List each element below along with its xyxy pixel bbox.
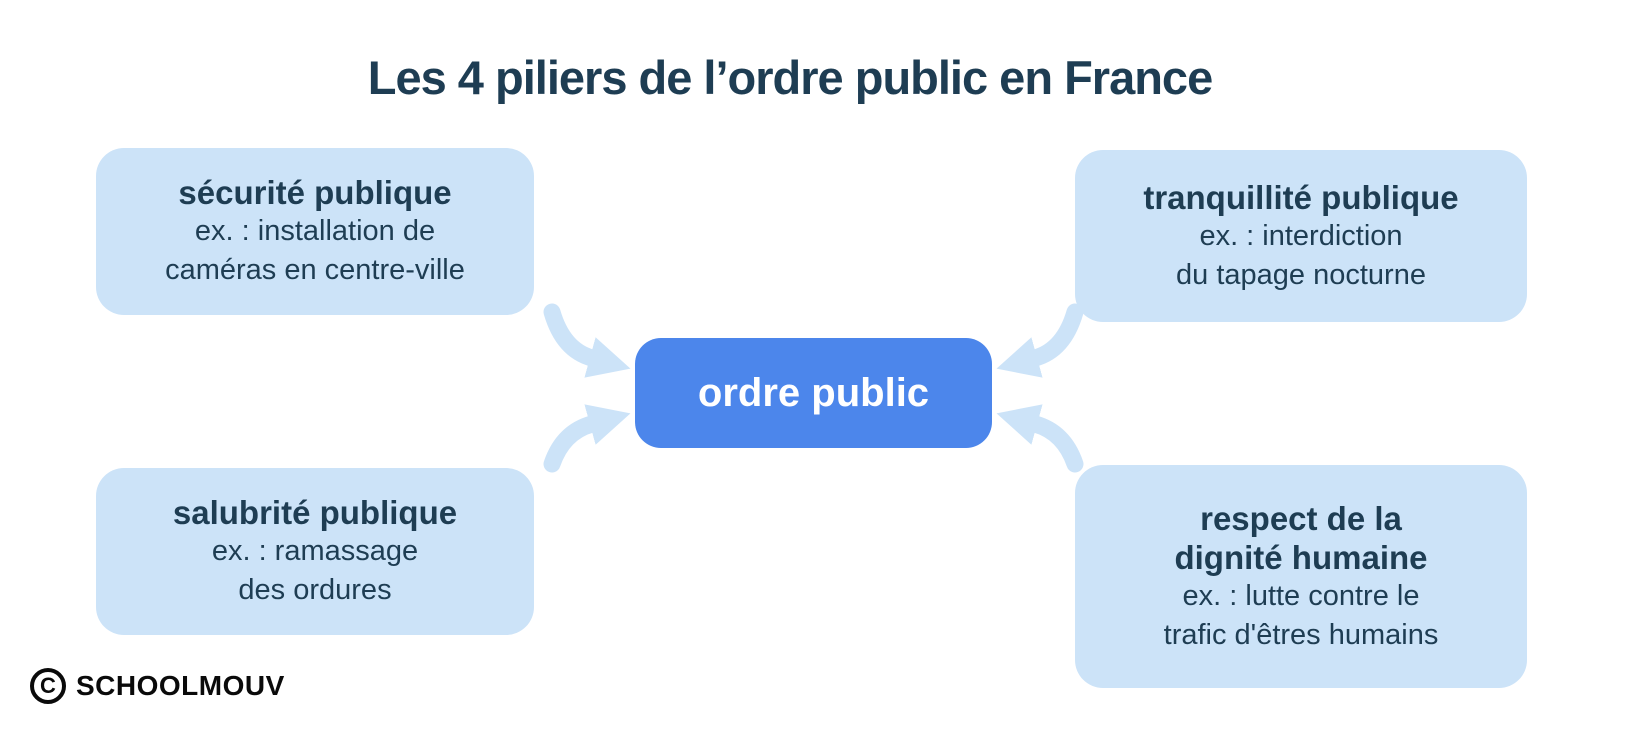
pillar-example-line2: des ordures xyxy=(238,574,392,606)
pillar-example-line1: ex. : installation de xyxy=(194,215,436,247)
arrow-top-right-icon xyxy=(996,303,1084,378)
copyright-icon: C xyxy=(30,668,66,704)
pillar-title: salubrité publique xyxy=(172,494,458,531)
arrow-bottom-left-icon xyxy=(543,404,631,473)
brand-logo-text: SCHOOLMOUV xyxy=(76,670,285,701)
pillar-box-respect-dignite-humaine: respect de la dignité humaine ex. : lutt… xyxy=(1075,465,1527,688)
pillar-box-securite-publique: sécurité publique ex. : installation de … xyxy=(96,148,534,315)
central-node-ordre-public: ordre public xyxy=(635,338,992,448)
pillar-title: tranquillité publique xyxy=(1143,178,1459,216)
arrow-top-left-icon xyxy=(543,303,631,378)
pillar-example-line2: trafic d'êtres humains xyxy=(1163,618,1439,651)
pillar-title: sécurité publique xyxy=(178,174,452,211)
pillar-example-line2: caméras en centre-ville xyxy=(165,254,465,286)
pillar-title: respect de la xyxy=(1200,499,1402,537)
pillar-box-tranquillite-publique: tranquillité publique ex. : interdiction… xyxy=(1075,150,1527,322)
pillar-example-line1: ex. : lutte contre le xyxy=(1182,579,1420,612)
arrow-bottom-right-icon xyxy=(996,404,1084,473)
pillar-example-line1: ex. : ramassage xyxy=(211,535,419,567)
pillar-example-line1: ex. : interdiction xyxy=(1199,219,1403,252)
pillar-box-salubrite-publique: salubrité publique ex. : ramassage des o… xyxy=(96,468,534,635)
brand-logo: C SCHOOLMOUV xyxy=(30,668,285,704)
diagram-title: Les 4 piliers de l’ordre public en Franc… xyxy=(367,51,1213,104)
pillar-example-line2: du tapage nocturne xyxy=(1176,258,1426,291)
pillar-title-line2: dignité humaine xyxy=(1174,538,1428,576)
central-node-label: ordre public xyxy=(697,370,930,415)
